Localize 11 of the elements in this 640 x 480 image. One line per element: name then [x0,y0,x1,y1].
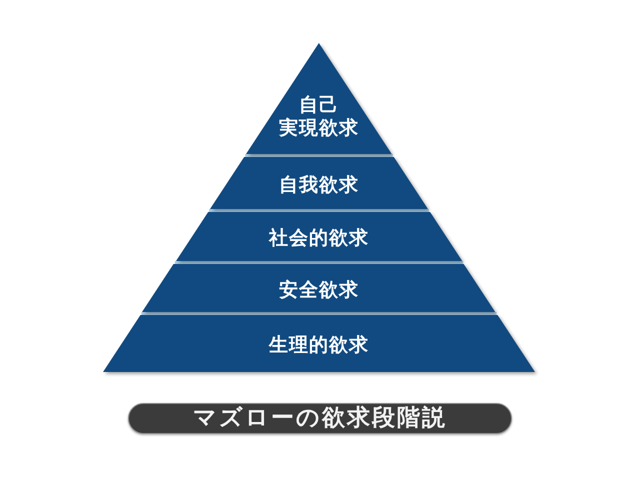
pyramid-tier [210,157,428,209]
title-banner: マズローの欲求段階説 [128,403,512,434]
tier-label: 生理的欲求 [268,334,369,356]
pyramid-tier [142,264,496,312]
pyramid-tier [176,212,462,261]
pyramid-tier [246,43,392,154]
pyramid-tier [103,315,535,372]
tier-label: 自我欲求 [278,174,359,196]
tier-label: 自己実現欲求 [278,94,359,138]
tier-label: 社会的欲求 [268,227,369,249]
tier-label: 安全欲求 [278,278,359,300]
